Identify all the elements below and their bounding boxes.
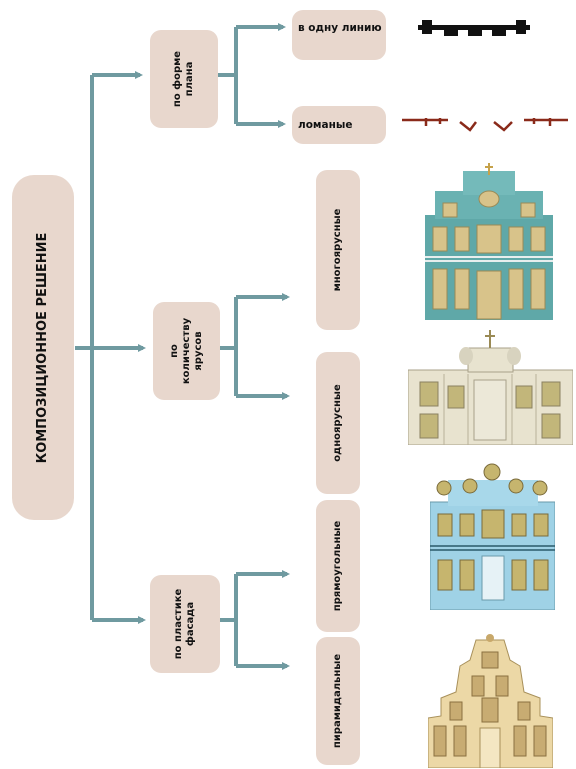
leaf-straight: в одну линию	[292, 10, 386, 60]
leaf-single-tier-label: одноярусные	[332, 384, 343, 462]
leaf-rectangular-label: прямоугольные	[332, 520, 343, 612]
leaf-broken-label: ломаные	[298, 119, 353, 131]
leaf-multi-tier-label: многоярусные	[332, 208, 343, 292]
broken-plan-icon	[402, 118, 568, 132]
pyramidal-iconostasis-image	[428, 634, 553, 768]
root-label: КОМПОЗИЦИОННОЕ РЕШЕНИЕ	[35, 232, 51, 463]
multi-tier-iconostasis-image	[425, 163, 553, 320]
category-tiers-label: по количеству ярусов	[168, 317, 204, 385]
root-node: КОМПОЗИЦИОННОЕ РЕШЕНИЕ	[12, 175, 74, 520]
leaf-straight-label: в одну линию	[298, 22, 382, 34]
leaf-single-tier: одноярусные	[316, 352, 360, 494]
leaf-pyramidal: пирамидальные	[316, 637, 360, 765]
leaf-broken: ломаные	[292, 106, 386, 144]
category-tiers: по количеству ярусов	[153, 302, 220, 400]
leaf-multi-tier: многоярусные	[316, 170, 360, 330]
category-facade-label: по пластике фасада	[173, 588, 196, 660]
rectangular-iconostasis-image	[430, 463, 555, 610]
single-tier-iconostasis-image	[408, 330, 573, 445]
category-plan-form: по форме плана	[150, 30, 218, 128]
leaf-rectangular: прямоугольные	[316, 500, 360, 632]
leaf-pyramidal-label: пирамидальные	[332, 653, 343, 749]
category-plan-form-label: по форме плана	[172, 50, 195, 108]
category-facade: по пластике фасада	[150, 575, 220, 673]
straight-plan-icon	[418, 20, 530, 36]
